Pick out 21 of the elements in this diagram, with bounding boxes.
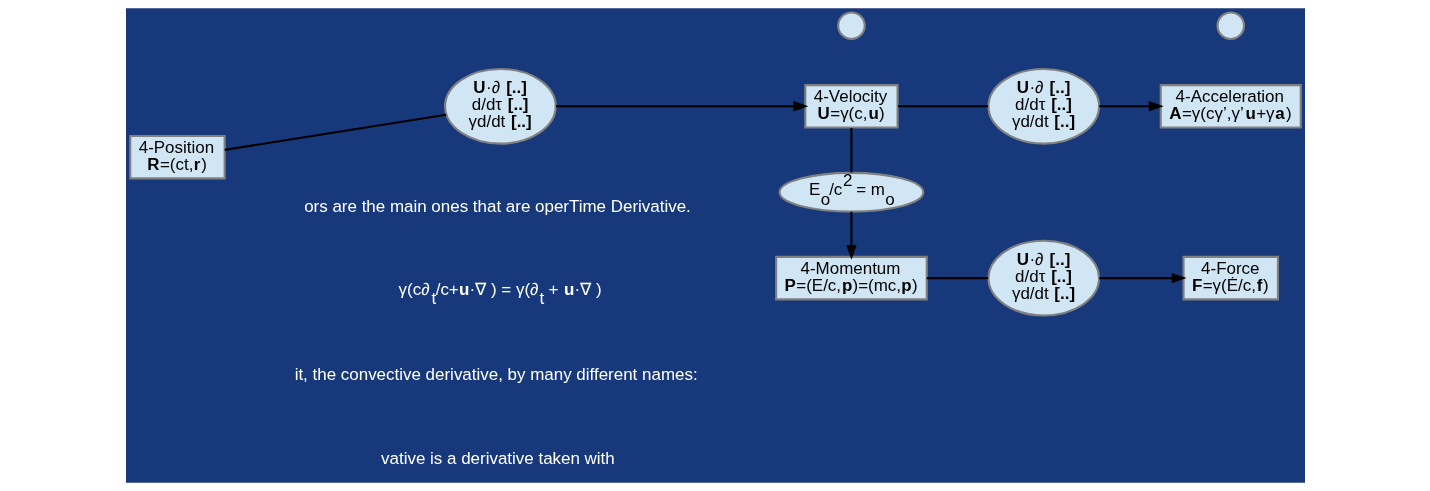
label: vative is a derivative taken with [380,448,615,468]
connector [849,128,852,173]
label: it, the convective derivative, by many different names: [294,364,698,384]
arrow [1098,272,1187,284]
connector [897,105,988,108]
node-ellipse: U·∂ [..] d/dτ [..] γd/dt [..] [986,67,1100,145]
connector [926,277,988,280]
node-box: 4-Velocity U=γ(c,u) [803,84,899,129]
label: ors are the main ones that are operTime Derivative. [303,197,691,217]
node-circle [1215,11,1245,40]
node-ellipse: U·∂ [..] d/dτ [..] γd/dt [..] [986,239,1100,317]
node-box: 4-Acceleration A=γ(cγ’,γ’u+γa) [1159,84,1302,129]
arrow [845,211,857,260]
arrow [555,101,808,112]
node-box: 4-Force F=γ(Ė/c,f) [1182,255,1279,301]
connector [224,113,446,151]
node-box: 4-Momentum P=(E/c,p)=(mc,p) [774,255,928,301]
arrow [1098,101,1164,112]
node-ellipse: U·∂ [..] d/dτ [..] γd/dt [..] [443,67,557,145]
node-box: 4-Position R=(ct,r) [128,134,226,180]
node-circle [836,11,866,40]
